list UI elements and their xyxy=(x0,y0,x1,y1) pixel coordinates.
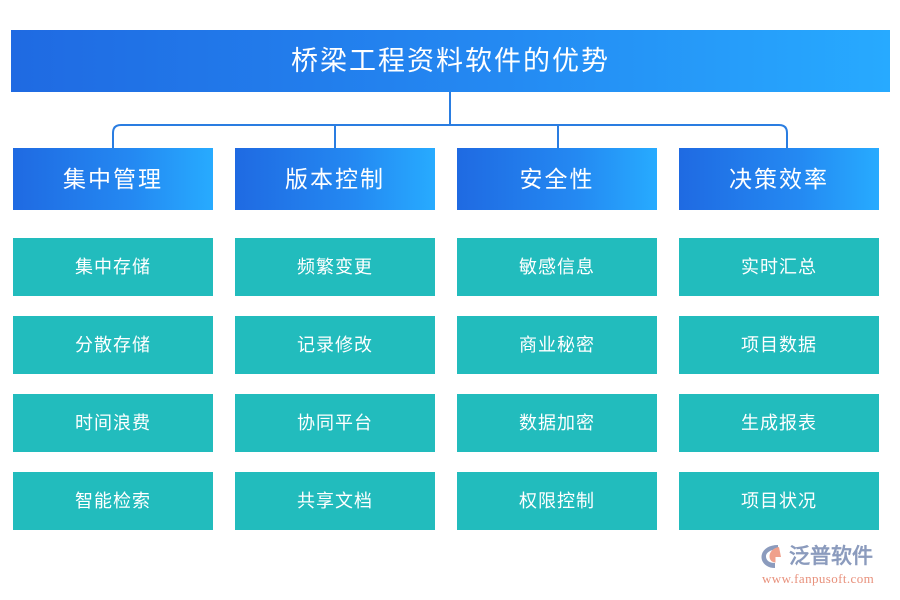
leaf-box-3-1[interactable]: 敏感信息 xyxy=(457,238,657,296)
brand-logo-name: 泛普软件 xyxy=(789,544,873,568)
category-header-1-label: 集中管理 xyxy=(63,166,163,192)
column-grid: 集中管理 集中存储 分散存储 时间浪费 智能检索 版本控制 频繁变更 xyxy=(13,148,887,530)
diagram-title-banner: 桥梁工程资料软件的优势 xyxy=(11,30,890,92)
brand-logo: 泛普软件 www.fanpusoft.com xyxy=(760,542,892,590)
leaf-label-3-3: 数据加密 xyxy=(519,413,595,433)
leaf-box-1-1[interactable]: 集中存储 xyxy=(13,238,213,296)
category-header-4-label: 决策效率 xyxy=(729,166,829,192)
leaf-label-4-2: 项目数据 xyxy=(741,335,817,355)
leaf-label-4-1: 实时汇总 xyxy=(741,257,817,277)
leaf-box-1-4[interactable]: 智能检索 xyxy=(13,472,213,530)
leaf-box-2-3[interactable]: 协同平台 xyxy=(235,394,435,452)
leaf-label-4-4: 项目状况 xyxy=(741,491,817,511)
leaf-box-2-1[interactable]: 频繁变更 xyxy=(235,238,435,296)
leaf-box-3-2[interactable]: 商业秘密 xyxy=(457,316,657,374)
leaf-box-4-1[interactable]: 实时汇总 xyxy=(679,238,879,296)
leaf-label-3-1: 敏感信息 xyxy=(519,257,595,277)
column-4: 决策效率 实时汇总 项目数据 生成报表 项目状况 xyxy=(679,148,879,530)
leaf-label-1-3: 时间浪费 xyxy=(75,413,151,433)
column-1: 集中管理 集中存储 分散存储 时间浪费 智能检索 xyxy=(13,148,213,530)
leaf-box-3-3[interactable]: 数据加密 xyxy=(457,394,657,452)
leaf-label-1-2: 分散存储 xyxy=(75,335,151,355)
category-header-3[interactable]: 安全性 xyxy=(457,148,657,210)
category-header-3-label: 安全性 xyxy=(519,166,595,192)
leaf-box-3-4[interactable]: 权限控制 xyxy=(457,472,657,530)
leaf-box-2-2[interactable]: 记录修改 xyxy=(235,316,435,374)
brand-logo-row: 泛普软件 xyxy=(760,542,873,570)
connector-horizontal-bar xyxy=(112,124,788,148)
leaf-box-4-3[interactable]: 生成报表 xyxy=(679,394,879,452)
brand-logo-url: www.fanpusoft.com xyxy=(762,571,875,586)
leaf-box-2-4[interactable]: 共享文档 xyxy=(235,472,435,530)
leaf-box-1-2[interactable]: 分散存储 xyxy=(13,316,213,374)
leaf-label-1-4: 智能检索 xyxy=(75,491,151,511)
leaf-label-4-3: 生成报表 xyxy=(741,413,817,433)
leaf-label-3-2: 商业秘密 xyxy=(519,335,595,355)
leaf-label-2-2: 记录修改 xyxy=(297,335,373,355)
leaf-box-4-2[interactable]: 项目数据 xyxy=(679,316,879,374)
page-title: 桥梁工程资料软件的优势 xyxy=(291,45,610,76)
category-header-2-label: 版本控制 xyxy=(285,166,385,192)
fanpu-swoosh-icon xyxy=(761,545,781,568)
column-3: 安全性 敏感信息 商业秘密 数据加密 权限控制 xyxy=(457,148,657,530)
leaf-label-2-4: 共享文档 xyxy=(297,491,373,511)
leaf-label-2-1: 频繁变更 xyxy=(297,257,373,277)
category-header-4[interactable]: 决策效率 xyxy=(679,148,879,210)
leaf-label-2-3: 协同平台 xyxy=(297,413,373,433)
leaf-box-4-4[interactable]: 项目状况 xyxy=(679,472,879,530)
category-header-1[interactable]: 集中管理 xyxy=(13,148,213,210)
category-header-2[interactable]: 版本控制 xyxy=(235,148,435,210)
column-2: 版本控制 频繁变更 记录修改 协同平台 共享文档 xyxy=(235,148,435,530)
leaf-label-3-4: 权限控制 xyxy=(519,491,595,511)
leaf-label-1-1: 集中存储 xyxy=(75,257,151,277)
leaf-box-1-3[interactable]: 时间浪费 xyxy=(13,394,213,452)
